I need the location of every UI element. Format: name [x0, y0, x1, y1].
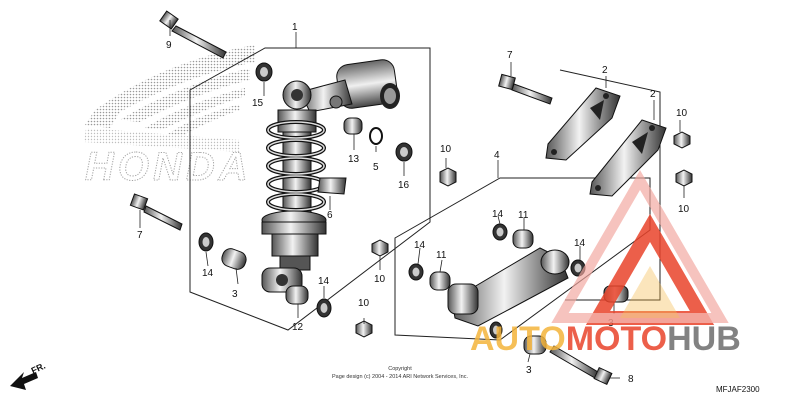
- part-16-seal: [395, 142, 413, 162]
- front-direction-arrow: FR.: [10, 361, 47, 390]
- part-5-circlip: [369, 127, 383, 145]
- callout-12: 12: [292, 322, 304, 333]
- callout-9: 9: [166, 40, 172, 51]
- direction-label: FR.: [30, 361, 47, 376]
- part-7-bolt-left: [129, 193, 183, 231]
- part-10-nut-top: [439, 167, 457, 187]
- copyright-line-2: Page design (c) 2004 - 2014 ARI Network …: [332, 374, 469, 380]
- callouts: 1 2 2 3 3 3 4 5 6 7 7 8 9 10 10 10 10 10…: [137, 22, 690, 385]
- callout-7a: 7: [137, 230, 143, 241]
- honda-watermark-text: HONDA: [85, 145, 252, 189]
- honda-wing-logo: HONDA: [84, 45, 255, 190]
- callout-14d: 14: [492, 209, 504, 220]
- part-11-bushing-right: [512, 229, 534, 249]
- part-14-seal-bottom-right: [489, 321, 503, 339]
- part-14-seal-mid: [408, 263, 424, 281]
- leader-lines: [139, 20, 685, 379]
- callout-14b: 14: [318, 276, 330, 287]
- callout-16: 16: [398, 180, 410, 191]
- diagram-code: MFJAF2300: [716, 385, 760, 394]
- automotohub-logo-triangle: [551, 170, 729, 325]
- callout-14e: 14: [574, 238, 586, 249]
- part-10-nut-mid: [371, 239, 389, 257]
- callout-10e: 10: [678, 204, 690, 215]
- part-2-bracket-right: [589, 119, 667, 197]
- part-4-link-arm: [447, 247, 570, 327]
- part-14-seal-right-top: [492, 223, 508, 241]
- watermark-auto: AUTOMOTOHUB: [470, 320, 741, 358]
- callout-6: 6: [327, 210, 333, 221]
- callout-3c: 3: [526, 365, 532, 376]
- callout-1: 1: [292, 22, 298, 33]
- callout-14c: 14: [414, 240, 426, 251]
- copyright-line-1: Copyright: [388, 366, 412, 372]
- part-3-collar-left: [221, 248, 247, 270]
- callout-2b: 2: [650, 89, 656, 100]
- part-8-bolt: [549, 345, 613, 386]
- part-3-collar-bottom: [523, 335, 547, 355]
- callout-13: 13: [348, 154, 360, 165]
- callout-15: 15: [252, 98, 264, 109]
- callout-14a: 14: [202, 268, 214, 279]
- callout-10c: 10: [358, 298, 370, 309]
- part-6-label: [317, 177, 347, 195]
- part-7-bolt-right: [498, 73, 553, 105]
- automotohub-watermark: AUTOMOTOHUB: [470, 170, 741, 358]
- part-10-nut-right-bottom: [675, 169, 693, 187]
- callout-10b: 10: [374, 274, 386, 285]
- shock-absorber: [261, 59, 400, 293]
- callout-11a: 11: [436, 250, 447, 261]
- part-11-bushing-mid: [429, 271, 451, 291]
- part-15-seal: [255, 62, 273, 82]
- callout-10d: 10: [676, 108, 688, 119]
- part-9-bolt: [159, 10, 227, 59]
- callout-4: 4: [494, 150, 500, 161]
- callout-11b: 11: [518, 210, 529, 221]
- callout-10a: 10: [440, 144, 452, 155]
- part-14-seal-left: [198, 232, 214, 252]
- callout-3a: 3: [232, 289, 238, 300]
- part-13-bushing: [343, 117, 363, 135]
- callout-7b: 7: [507, 50, 513, 61]
- callout-8: 8: [628, 374, 634, 385]
- part-10-nut-right-top: [673, 131, 691, 149]
- callout-5: 5: [373, 162, 379, 173]
- part-2-bracket-left: [545, 87, 621, 161]
- group-outline-1: [189, 47, 431, 331]
- callout-2a: 2: [602, 65, 608, 76]
- group-outline-4: [394, 177, 651, 341]
- part-12-bushing: [285, 285, 309, 305]
- part-14-seal-bottom: [316, 298, 332, 318]
